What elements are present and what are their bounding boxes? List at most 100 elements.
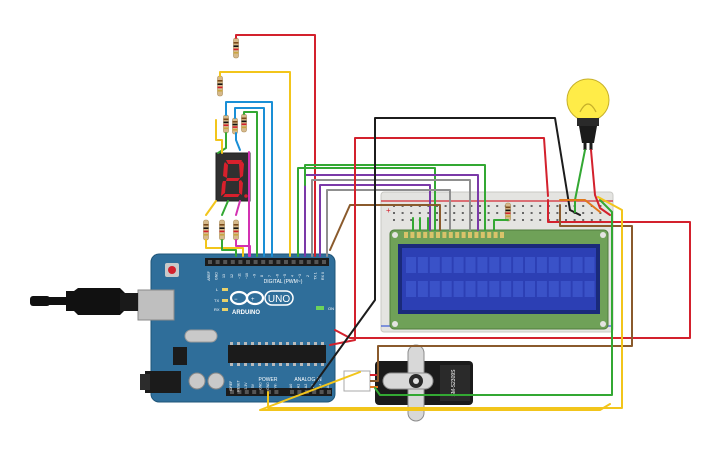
lcd-cell	[417, 281, 428, 297]
lcd-pin	[474, 232, 479, 238]
lcd-cell	[536, 281, 547, 297]
breadboard-hole	[522, 212, 524, 214]
power-pin	[237, 390, 242, 394]
breadboard-hole	[487, 219, 490, 221]
analog-header-label: ANALOG IN	[294, 377, 322, 383]
breadboard-hole	[530, 219, 533, 221]
power-pin	[244, 390, 249, 394]
lcd-cell	[453, 257, 464, 273]
rx-led-label: RX	[214, 307, 220, 312]
lcd-cell	[501, 257, 512, 273]
wire-blue	[225, 101, 273, 257]
breadboard-hole	[436, 212, 438, 214]
breadboard-hole	[530, 205, 533, 207]
breadboard-hole	[444, 219, 447, 221]
seven-segment-display	[215, 152, 251, 202]
lcd-pin	[493, 232, 498, 238]
lcd-cell	[536, 257, 547, 273]
wire-green-lcd-2	[304, 164, 486, 231]
uno-label: UNO	[268, 294, 290, 305]
analog-pin	[319, 390, 324, 394]
breadboard-hole	[513, 219, 516, 221]
breadboard-hole	[599, 212, 602, 214]
power-pin-label: GND	[266, 382, 270, 390]
wire-brown-servo	[377, 204, 633, 382]
usb-cable	[30, 288, 138, 315]
digital-pin-label: 12	[230, 274, 234, 278]
lcd-pin	[448, 232, 453, 238]
chip-pin	[321, 342, 324, 345]
analog-pin	[327, 390, 331, 394]
digital-pin-label: TX 1	[313, 272, 317, 280]
power-analog-header	[226, 388, 332, 396]
resistor	[505, 202, 511, 222]
digital-pin-label: 4	[291, 275, 295, 277]
power-pin-label: 3.3V	[244, 382, 248, 390]
dc-power-jack	[145, 371, 181, 393]
breadboard-hole	[470, 205, 473, 207]
power-pin	[252, 390, 257, 394]
chip-pin	[258, 342, 261, 345]
breadboard-hole	[470, 212, 473, 214]
resistor	[203, 219, 209, 241]
chip-pin	[307, 363, 310, 366]
lcd-pin	[404, 232, 408, 238]
wire-magenta-low	[235, 239, 251, 257]
digital-pin-label: 2	[306, 275, 310, 277]
breadboard-hole	[590, 219, 593, 221]
digital-pin	[208, 260, 212, 264]
svg-text:+: +	[386, 206, 391, 215]
lcd-cell	[465, 281, 476, 297]
wire-purple-lcd	[304, 174, 479, 257]
wire-yellow-servo	[267, 196, 623, 409]
svg-text:+: +	[251, 297, 255, 303]
digital-pin	[261, 260, 266, 264]
chip-pin	[300, 363, 303, 366]
wire-gray-lcd-2	[326, 189, 451, 257]
breadboard-hole	[487, 212, 490, 214]
breadboard-hole	[522, 219, 524, 221]
wire-yellow-short	[215, 119, 223, 154]
digital-pin	[268, 260, 273, 264]
breadboard-hole	[453, 212, 456, 214]
chip-pin	[321, 363, 324, 366]
digital-pin	[230, 260, 235, 264]
lcd-cell	[525, 257, 535, 273]
wire-magenta-seg	[235, 200, 241, 216]
lcd-character-cells	[406, 257, 595, 297]
power-pin	[274, 390, 279, 394]
breadboard-hole	[393, 219, 395, 221]
digital-pin-label: ~11	[237, 273, 241, 279]
analog-pin-label: A1	[296, 384, 300, 388]
lcd-cell	[489, 281, 500, 297]
lcd-cell	[441, 257, 452, 273]
digital-pin	[306, 260, 311, 264]
wire-green-seg	[221, 200, 229, 216]
power-pin-label: 5V	[251, 383, 255, 388]
light-bulb	[566, 78, 610, 150]
breadboard-hole	[401, 219, 404, 221]
chip-pin	[279, 342, 282, 345]
lcd-cell	[417, 257, 428, 273]
breadboard-hole	[453, 205, 456, 207]
wire-green-short	[217, 132, 227, 154]
lcd-cell	[406, 257, 416, 273]
breadboard-hole	[444, 212, 447, 214]
wire-green	[243, 111, 258, 257]
digital-pin	[253, 260, 258, 264]
breadboard-hole	[582, 212, 585, 214]
servo-model-label: SM-S2309S	[451, 369, 457, 397]
breadboard-hole	[461, 205, 464, 207]
digital-pin	[284, 260, 288, 264]
lcd-cell	[584, 257, 595, 273]
digital-pin	[276, 260, 281, 264]
breadboard-hole	[461, 219, 464, 221]
resistor	[233, 219, 239, 241]
breadboard-hole	[573, 219, 576, 221]
breadboard-hole	[539, 205, 542, 207]
breadboard-hole	[565, 205, 567, 207]
chip-pin	[237, 363, 240, 366]
digital-pin-label: 7	[268, 275, 272, 277]
